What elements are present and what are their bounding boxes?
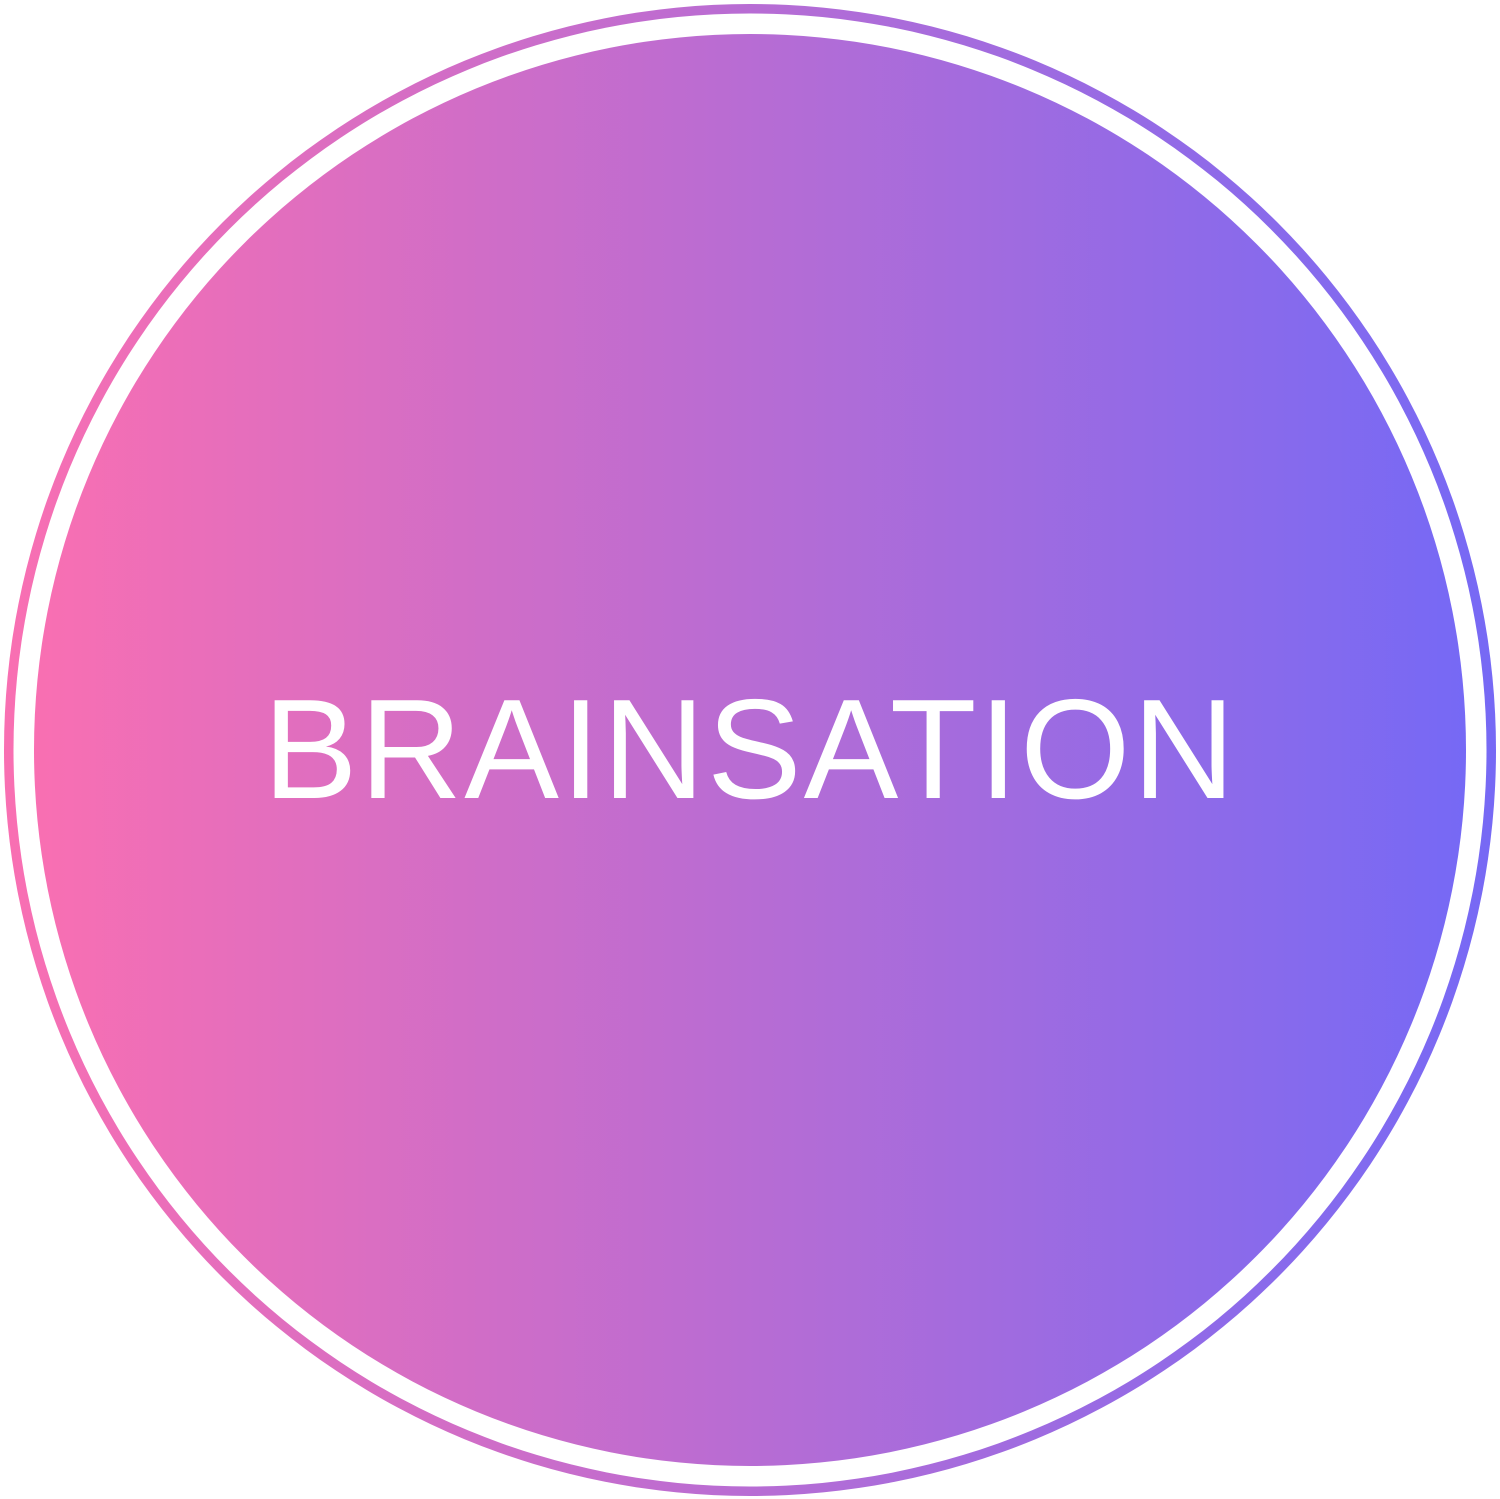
logo-gradient-circle: BRAINSATION [34,33,1466,1466]
brand-wordmark: BRAINSATION [262,669,1238,829]
